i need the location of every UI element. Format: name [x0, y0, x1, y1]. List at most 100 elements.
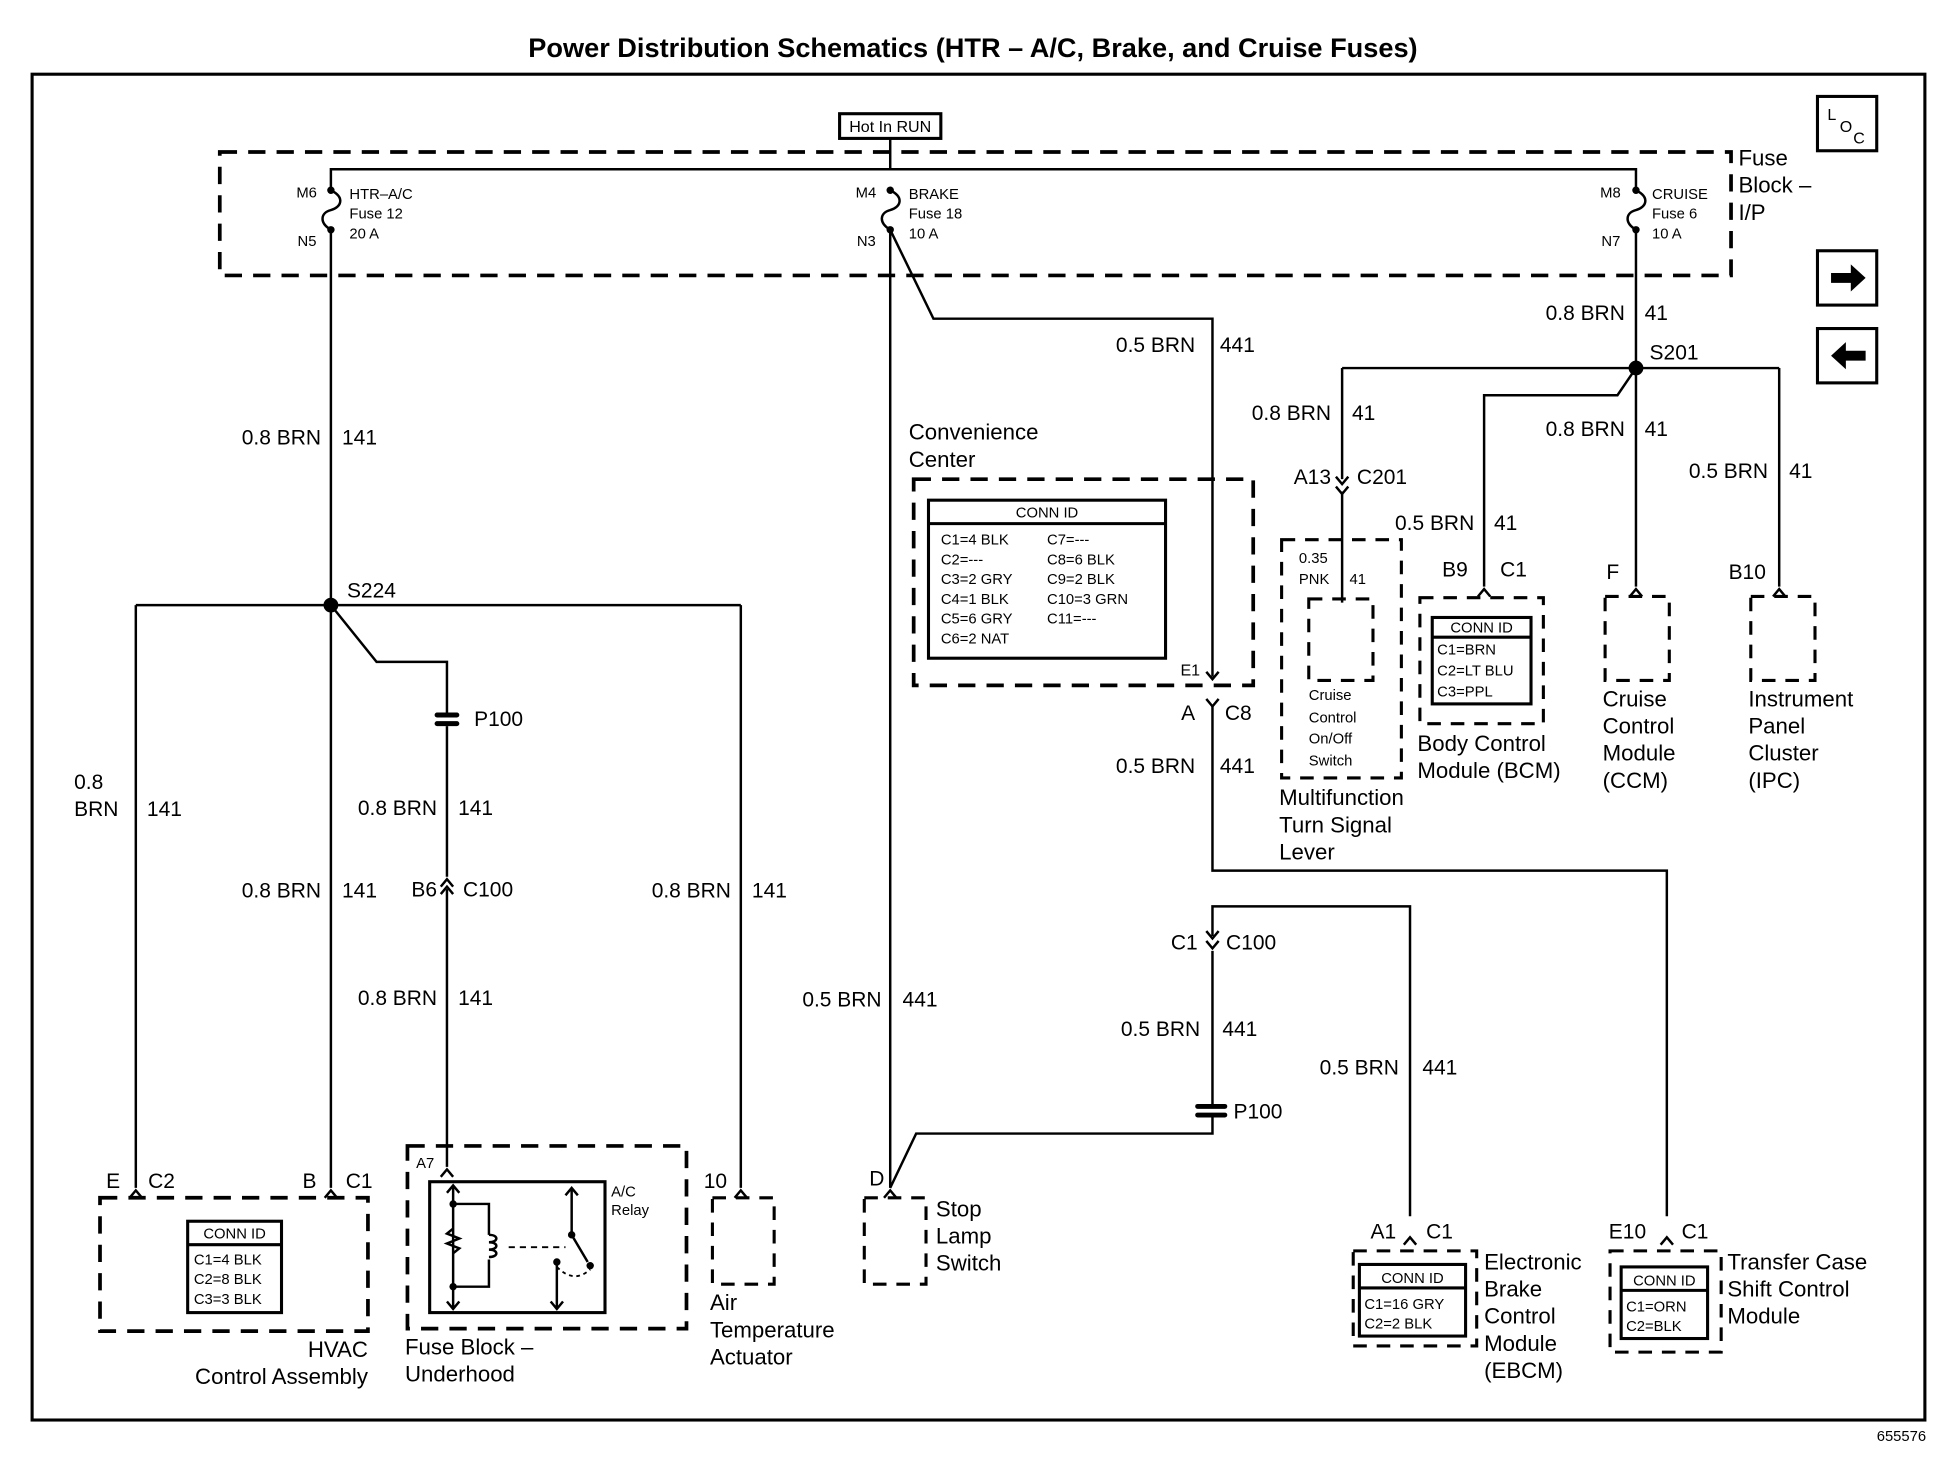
- svg-text:E: E: [106, 1170, 120, 1193]
- svg-text:0.5 BRN: 0.5 BRN: [1116, 334, 1195, 357]
- svg-text:C5=6 GRY: C5=6 GRY: [941, 612, 1013, 628]
- svg-text:C3=2 GRY: C3=2 GRY: [941, 572, 1013, 588]
- hot-in-run-label: Hot In RUN: [838, 112, 943, 140]
- svg-text:CONN ID: CONN ID: [1381, 1271, 1443, 1287]
- svg-text:0.5 BRN: 0.5 BRN: [1689, 460, 1768, 483]
- multifunction-turn-signal-lever: 0.35 PNK 41 Cruise Control On/Off Switch…: [1279, 538, 1404, 864]
- svg-text:D: D: [869, 1167, 884, 1190]
- svg-text:CONN ID: CONN ID: [1016, 505, 1078, 521]
- svg-text:C1: C1: [1171, 932, 1198, 955]
- svg-text:I/P: I/P: [1738, 200, 1765, 225]
- svg-text:Temperature: Temperature: [710, 1317, 835, 1342]
- svg-text:Control Assembly: Control Assembly: [195, 1364, 369, 1389]
- svg-text:C1: C1: [1682, 1221, 1709, 1244]
- svg-text:10 A: 10 A: [909, 226, 939, 242]
- svg-text:A13: A13: [1294, 466, 1331, 489]
- svg-text:C2=2 BLK: C2=2 BLK: [1364, 1317, 1432, 1333]
- svg-text:CONN ID: CONN ID: [1633, 1273, 1695, 1289]
- connector-c100-right: C1 C100: [1171, 929, 1276, 955]
- svg-text:C3=PPL: C3=PPL: [1437, 684, 1493, 700]
- svg-text:A1: A1: [1371, 1221, 1397, 1244]
- svg-text:Multifunction: Multifunction: [1279, 785, 1404, 810]
- svg-text:B: B: [303, 1170, 317, 1193]
- cruise-control-switch: Cruise Control On/Off Switch: [1307, 597, 1375, 770]
- svg-text:C11=---: C11=---: [1047, 612, 1097, 628]
- wire-441-c8: [1211, 706, 1669, 1217]
- fuse-brake: M4 N3 BRAKE Fuse 18 10 A: [856, 186, 963, 250]
- svg-text:A7: A7: [416, 1156, 434, 1172]
- location-view-button[interactable]: L O C: [1815, 94, 1879, 153]
- svg-text:B6: B6: [411, 879, 437, 902]
- fuse-cruise: M8 N7 CRUISE Fuse 6 10 A: [1600, 186, 1708, 250]
- svg-text:Fuse 12: Fuse 12: [349, 207, 402, 223]
- connector-c100-left: B6 C100: [411, 877, 513, 902]
- svg-text:C1: C1: [1500, 559, 1527, 582]
- convenience-center: Convenience Center CONN ID C1=4 BLK C2=-…: [909, 420, 1256, 688]
- svg-text:Cruise: Cruise: [1603, 686, 1667, 711]
- svg-text:A: A: [1181, 702, 1195, 725]
- svg-text:PNK: PNK: [1299, 572, 1330, 588]
- fuse-htr-ac: M6 N5 HTR–A/C Fuse 12 20 A: [296, 186, 413, 250]
- svg-text:Control: Control: [1603, 714, 1675, 739]
- svg-text:BRN: BRN: [74, 798, 118, 821]
- svg-text:Fuse 6: Fuse 6: [1652, 207, 1697, 223]
- svg-text:C6=2 NAT: C6=2 NAT: [941, 631, 1009, 647]
- svg-text:Module: Module: [1603, 741, 1676, 766]
- svg-text:C1: C1: [1426, 1221, 1453, 1244]
- svg-text:C4=1 BLK: C4=1 BLK: [941, 592, 1009, 608]
- svg-text:(IPC): (IPC): [1748, 768, 1800, 793]
- svg-text:441: 441: [903, 988, 938, 1011]
- svg-text:S224: S224: [347, 580, 396, 603]
- svg-text:0.8 BRN: 0.8 BRN: [242, 880, 321, 903]
- svg-text:Fuse: Fuse: [1738, 146, 1787, 171]
- svg-text:B9: B9: [1442, 559, 1468, 582]
- svg-text:Control: Control: [1309, 710, 1357, 726]
- svg-text:Lever: Lever: [1279, 839, 1335, 864]
- svg-text:Relay: Relay: [611, 1203, 649, 1219]
- svg-text:Switch: Switch: [1309, 754, 1353, 770]
- svg-text:Hot In RUN: Hot In RUN: [849, 118, 931, 136]
- diagram-title: Power Distribution Schematics (HTR – A/C…: [528, 32, 1417, 63]
- svg-text:C2=---: C2=---: [941, 552, 983, 568]
- svg-text:L: L: [1827, 106, 1836, 124]
- svg-text:Control: Control: [1484, 1304, 1556, 1329]
- svg-text:441: 441: [1220, 755, 1255, 778]
- connector-c8: A C8: [1181, 698, 1252, 725]
- svg-text:C2: C2: [148, 1170, 175, 1193]
- svg-text:C1: C1: [346, 1170, 373, 1193]
- next-page-button[interactable]: [1815, 249, 1879, 307]
- hvac-control-assembly: E C2 B C1 CONN ID C1=4 BLK C2=8 BLK C3=3…: [98, 1170, 373, 1389]
- svg-text:441: 441: [1422, 1056, 1457, 1079]
- svg-text:0.35: 0.35: [1299, 551, 1328, 567]
- svg-text:41: 41: [1350, 572, 1366, 588]
- svg-text:441: 441: [1222, 1018, 1257, 1041]
- svg-text:C2=8 BLK: C2=8 BLK: [194, 1272, 262, 1288]
- svg-text:41: 41: [1645, 418, 1668, 441]
- wire-41-bcm: [1482, 367, 1637, 587]
- svg-text:0.5 BRN: 0.5 BRN: [1116, 755, 1195, 778]
- svg-text:Cluster: Cluster: [1748, 741, 1819, 766]
- svg-text:0.8: 0.8: [74, 771, 103, 794]
- svg-text:N5: N5: [298, 234, 317, 250]
- svg-text:0.8 BRN: 0.8 BRN: [652, 880, 731, 903]
- ebcm-module: A1 C1 CONN ID C1=16 GRY C2=2 BLK Electro…: [1351, 1221, 1582, 1383]
- svg-text:CRUISE: CRUISE: [1652, 187, 1708, 203]
- svg-text:Shift Control: Shift Control: [1727, 1277, 1849, 1302]
- diagram-frame: [30, 72, 1927, 1422]
- connector-p100-right: P100: [1195, 1101, 1282, 1124]
- prev-page-button[interactable]: [1815, 327, 1879, 385]
- svg-text:HVAC: HVAC: [308, 1337, 368, 1362]
- svg-text:C201: C201: [1357, 466, 1407, 489]
- svg-text:41: 41: [1494, 512, 1517, 535]
- svg-text:CONN ID: CONN ID: [203, 1227, 265, 1243]
- ac-relay: A/C Relay: [428, 1180, 650, 1315]
- svg-text:0.8 BRN: 0.8 BRN: [1546, 418, 1625, 441]
- svg-text:20 A: 20 A: [349, 226, 379, 242]
- svg-text:0.5 BRN: 0.5 BRN: [1320, 1056, 1399, 1079]
- svg-text:P100: P100: [474, 708, 523, 731]
- svg-text:441: 441: [1220, 334, 1255, 357]
- svg-text:C100: C100: [1226, 932, 1276, 955]
- svg-text:Electronic: Electronic: [1484, 1249, 1582, 1274]
- svg-text:Transfer Case: Transfer Case: [1727, 1249, 1867, 1274]
- svg-text:C1=BRN: C1=BRN: [1437, 643, 1496, 659]
